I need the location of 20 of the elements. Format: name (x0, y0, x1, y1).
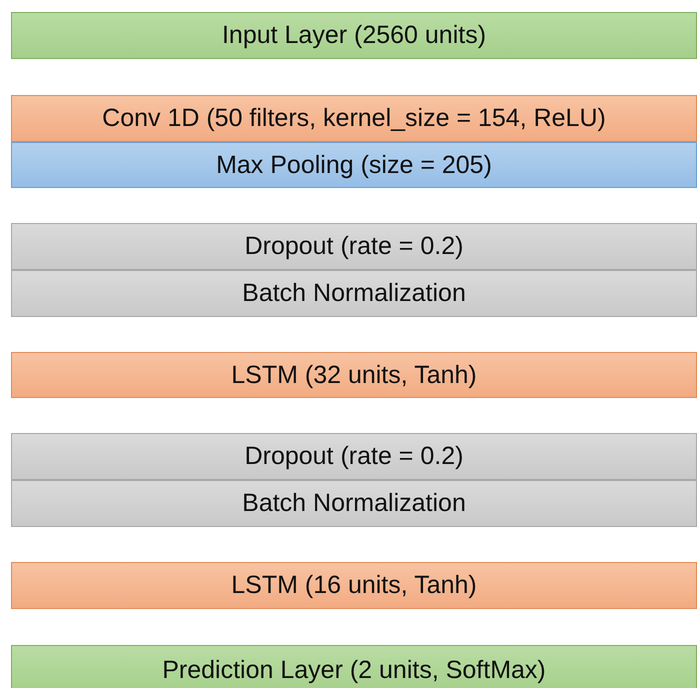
layer-label: LSTM (32 units, Tanh) (231, 360, 477, 390)
layer-label: Batch Normalization (242, 279, 466, 308)
layer-label: Prediction Layer (2 units, SoftMax) (162, 656, 546, 684)
pooling-layer-box (11, 142, 697, 188)
normalization-layer-box (11, 480, 697, 527)
lstm-layer-box (11, 562, 697, 609)
layer-label: Dropout (rate = 0.2) (244, 232, 464, 261)
layer-label: Conv 1D (50 filters, kernel_size = 154, ReLU) (102, 104, 606, 133)
layer-label: Max Pooling (size = 205) (216, 150, 492, 180)
layer-label: Batch Normalization (242, 489, 466, 518)
layer-label: LSTM (16 units, Tanh) (231, 571, 477, 600)
layer-label: Dropout (rate = 0.2) (244, 442, 464, 471)
dropout-layer-box (11, 223, 697, 270)
dropout-layer-box (11, 433, 697, 480)
output-layer-box (11, 645, 697, 688)
lstm-layer-box (11, 352, 697, 398)
normalization-layer-box (11, 270, 697, 317)
conv-layer-box (11, 95, 697, 142)
layer-label: Input Layer (2560 units) (222, 21, 486, 50)
input-layer-box (11, 12, 697, 59)
